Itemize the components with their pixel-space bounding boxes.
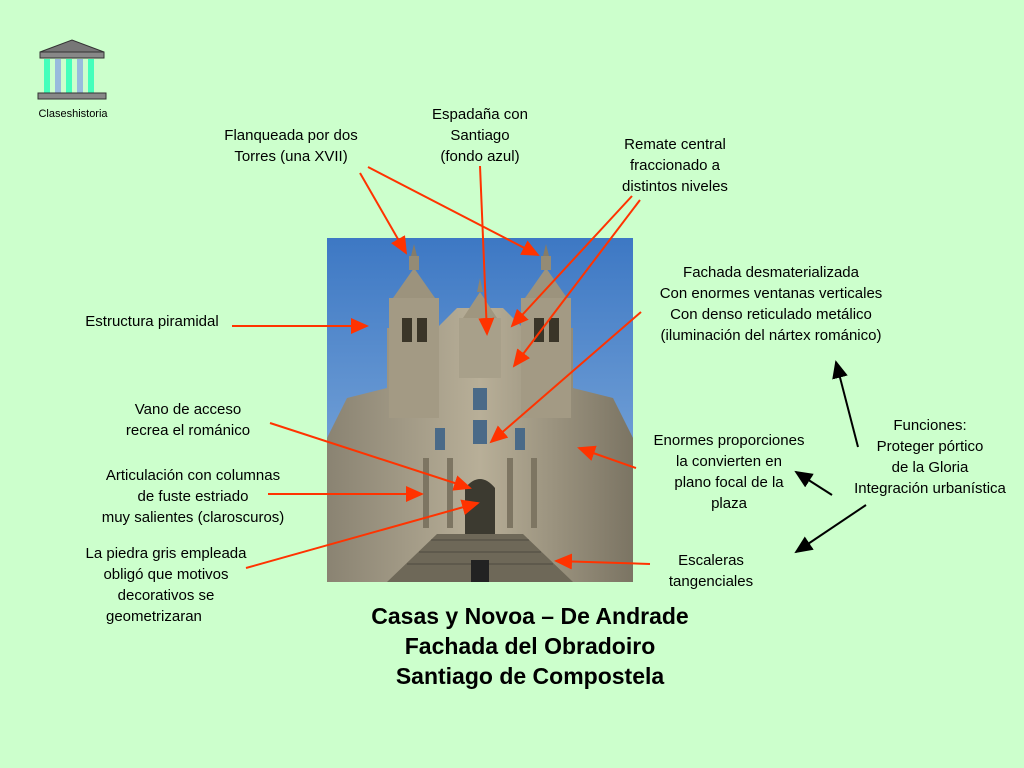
- label-articulacion: Articulación con columnas de fuste estri…: [101, 467, 285, 526]
- logo-caption: Claseshistoria: [38, 108, 108, 120]
- cathedral-facade-image: [327, 238, 633, 582]
- label-vano: Vano de acceso recrea el románico: [125, 401, 251, 439]
- greek-temple-icon: [37, 39, 107, 100]
- label-funciones: Funciones: Proteger pórtico de la Gloria…: [854, 417, 1006, 497]
- label-fachada: Fachada desmaterializada Con enormes ven…: [659, 264, 883, 344]
- label-proporciones: Enormes proporciones la convierten en pl…: [653, 432, 805, 512]
- label-torres: Flanqueada por dos Torres (una XVII): [224, 127, 358, 165]
- label-remate: Remate central fraccionado a distintos n…: [622, 136, 728, 195]
- label-piedra: La piedra gris empleada obligó que motiv…: [85, 545, 247, 625]
- label-escaleras: Escaleras tangenciales: [668, 552, 754, 590]
- label-espadana: Espadaña con Santiago (fondo azul): [432, 106, 528, 165]
- slide-title: Casas y Novoa – De Andrade Fachada del O…: [371, 603, 689, 689]
- label-piramidal: Estructura piramidal: [85, 313, 219, 330]
